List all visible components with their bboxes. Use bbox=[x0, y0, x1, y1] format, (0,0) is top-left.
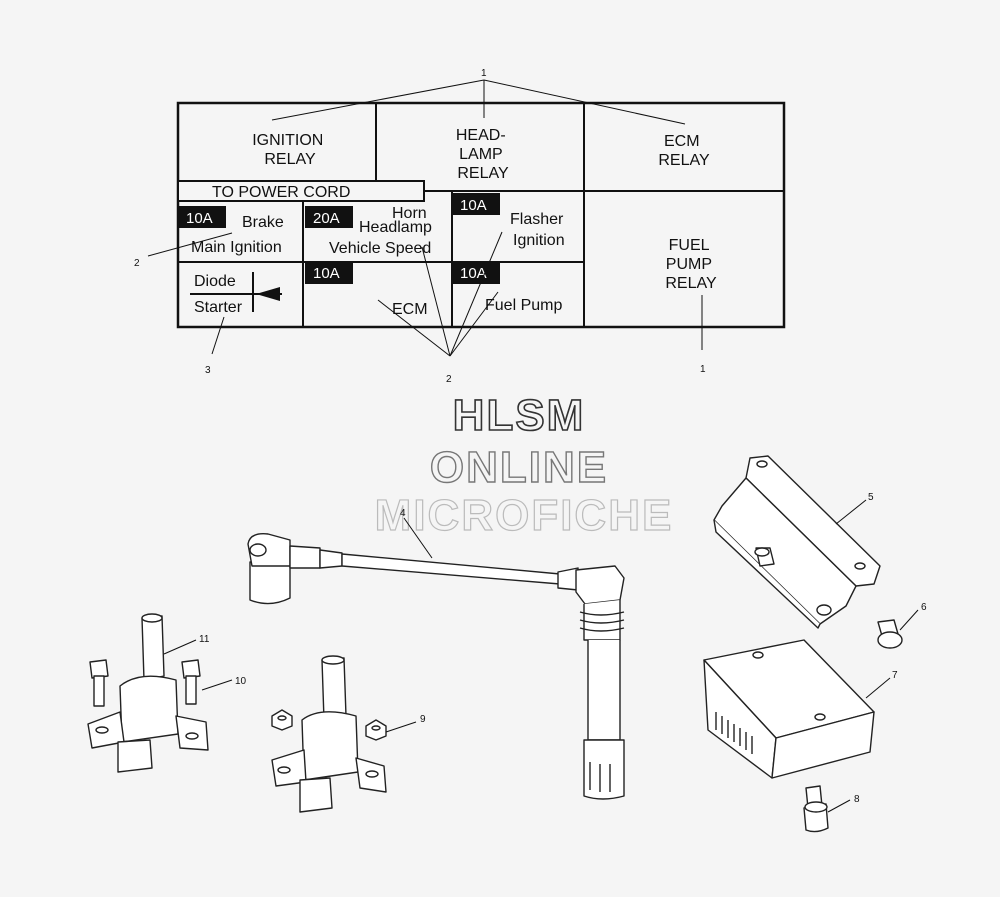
coil-bolt-right bbox=[181, 659, 201, 705]
fuse-horn-rating: 20A bbox=[313, 210, 340, 227]
ignition-relay-label: IGNITION RELAY bbox=[252, 132, 328, 168]
fuel-pump-relay-label: FUEL PUMP RELAY bbox=[665, 237, 717, 292]
watermark: HLSM ONLINE MICROFICHE bbox=[374, 390, 674, 540]
ignition-coil-left bbox=[87, 613, 209, 773]
fuse-fuel-pump-rating: 10A bbox=[460, 265, 487, 282]
headlamp-relay-label: HEAD- LAMP RELAY bbox=[456, 127, 510, 182]
watermark-line-3: MICROFICHE bbox=[375, 491, 674, 540]
fuse-main-ignition-label: Main Ignition bbox=[191, 239, 282, 256]
power-cord-label: TO POWER CORD bbox=[212, 184, 350, 201]
callout-1-bottom: 1 bbox=[700, 364, 706, 375]
spark-plug-wire bbox=[247, 533, 625, 800]
parts-leaders bbox=[163, 499, 919, 813]
cap-screw bbox=[803, 785, 829, 833]
watermark-line-2: ONLINE bbox=[430, 443, 608, 492]
diode-starter-label: Starter bbox=[194, 299, 243, 316]
callout-4: 4 bbox=[400, 508, 406, 519]
fuse-ecm-label: ECM bbox=[392, 301, 428, 318]
mounting-bracket bbox=[713, 455, 881, 629]
diode-symbol bbox=[190, 272, 282, 312]
ecm-module bbox=[703, 639, 875, 779]
fuse-vehicle-speed-label: Vehicle Speed bbox=[329, 240, 431, 257]
callout-10: 10 bbox=[235, 676, 247, 687]
callout-1-top: 1 bbox=[481, 68, 487, 79]
fuse-box-leaders bbox=[147, 79, 703, 357]
fuse-brake-label: Brake bbox=[242, 214, 284, 231]
diode-label: Diode bbox=[194, 273, 236, 290]
coil-nut-left bbox=[271, 709, 293, 731]
callout-11: 11 bbox=[199, 634, 210, 645]
ignition-coil-right bbox=[271, 655, 387, 813]
callout-2-bottom: 2 bbox=[446, 374, 452, 385]
fuse-ecm-rating: 10A bbox=[313, 265, 340, 282]
callout-6: 6 bbox=[921, 602, 927, 613]
fuse-brake-rating: 10A bbox=[186, 210, 213, 227]
callout-2-left: 2 bbox=[134, 258, 140, 269]
callout-5: 5 bbox=[868, 492, 874, 503]
fuse-flasher-label: Flasher bbox=[510, 211, 564, 228]
fuse-fuel-pump-label: Fuel Pump bbox=[485, 297, 562, 314]
fuse-ignition-label: Ignition bbox=[513, 232, 565, 249]
coil-bolt-left bbox=[89, 659, 109, 707]
fuse-headlamp-label: Headlamp bbox=[359, 219, 432, 236]
watermark-line-1: HLSM bbox=[453, 391, 586, 440]
callout-7: 7 bbox=[892, 670, 898, 681]
fuse-horn-label: Horn bbox=[392, 205, 427, 222]
fuse-badges: 10A 20A 10A 10A 10A bbox=[178, 193, 500, 284]
bracket-screw bbox=[877, 619, 903, 649]
callouts: 1 1 2 2 3 4 5 6 7 8 9 10 11 bbox=[134, 68, 927, 805]
fuse-box bbox=[176, 101, 786, 329]
callout-8: 8 bbox=[854, 794, 860, 805]
callout-9: 9 bbox=[420, 714, 426, 725]
fuse-flasher-rating: 10A bbox=[460, 197, 487, 214]
ecm-relay-label: ECM RELAY bbox=[658, 133, 710, 169]
coil-nut-right bbox=[365, 719, 387, 741]
callout-3: 3 bbox=[205, 365, 211, 376]
